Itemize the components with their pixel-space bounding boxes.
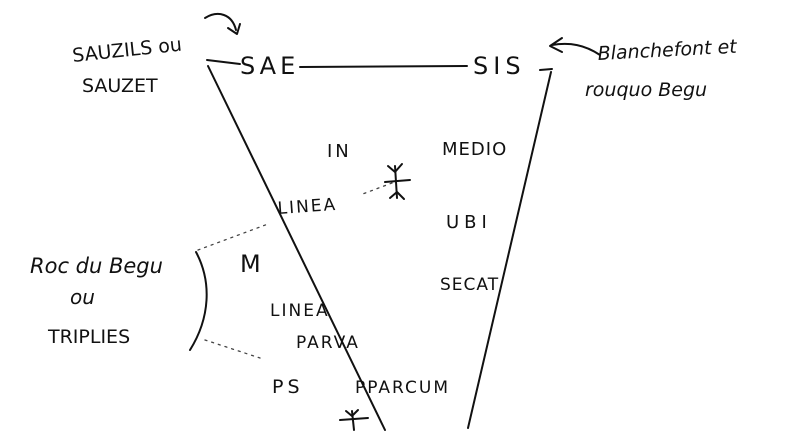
label-roc-line2: ou [70, 285, 95, 309]
dotted-cross-to-linea [359, 182, 393, 196]
top-boundary-line [299, 65, 468, 68]
label-ps: PS [272, 376, 304, 398]
label-linea-2: LINEA [270, 301, 330, 321]
arrow-to-sae [204, 13, 237, 31]
label-linea: LINEA [277, 195, 338, 219]
right-boundary-line [467, 71, 552, 429]
label-pparcum: PPARCUM [355, 378, 450, 398]
label-blanchefont-line2: rouquo Begu [585, 79, 707, 101]
connector-sis-right [539, 68, 553, 71]
cross-icon [339, 409, 369, 431]
label-roc-line3: TRIPLIES [47, 326, 130, 348]
label-sae: SAE [240, 52, 299, 80]
cross-icon [384, 163, 411, 200]
label-in: IN [327, 141, 352, 162]
arrow-to-sis-head [549, 37, 563, 53]
label-sis: SIS [473, 52, 526, 80]
bracket-roc-right [189, 251, 208, 351]
label-sauzils-line2: SAUZET [82, 75, 158, 97]
label-secat: SECAT [440, 275, 499, 295]
label-medio: MEDIO [442, 139, 507, 160]
label-roc-line1: Roc du Begu [30, 254, 163, 278]
label-sauzils-line1: SAUZILS ou [71, 34, 183, 67]
arrow-to-sae-head [227, 23, 241, 35]
dotted-roc-lower [204, 339, 261, 359]
arrow-to-sis [551, 42, 601, 56]
label-blanchefont-line1: Blanchefont et [597, 36, 739, 65]
dotted-roc-upper [197, 223, 269, 251]
label-parva: PARVA [296, 333, 360, 353]
label-ubi: UBI [446, 212, 492, 233]
left-diagonal-boundary [207, 65, 386, 431]
connector-sauzils-sae [206, 59, 241, 65]
label-m: M [240, 250, 261, 278]
